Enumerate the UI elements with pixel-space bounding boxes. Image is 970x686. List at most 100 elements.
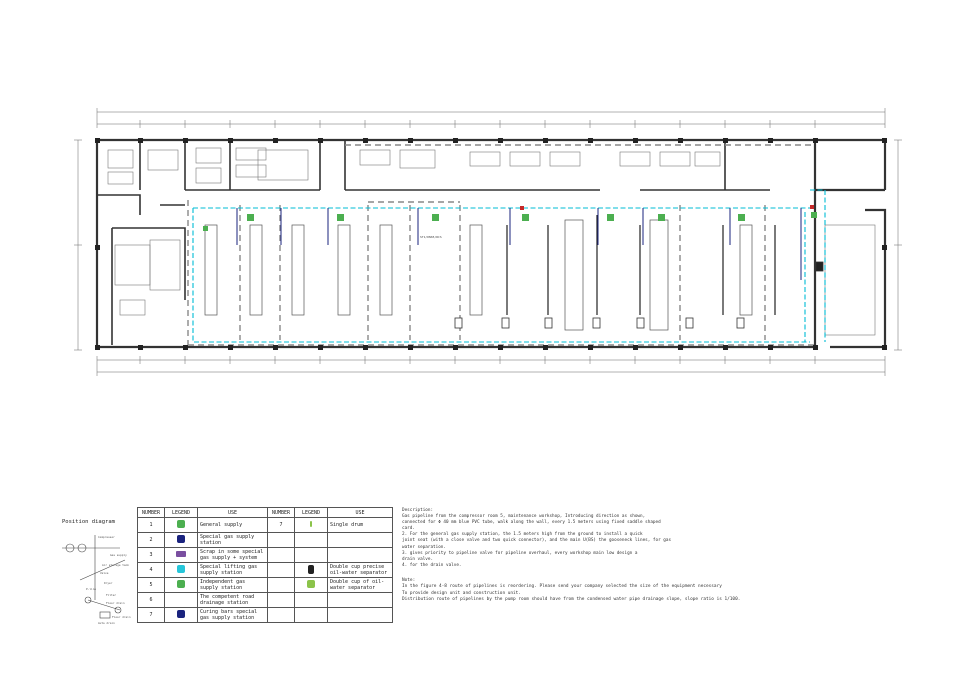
- legend-row-number: 7: [137, 607, 165, 623]
- scrap-gas-system-icon: [176, 551, 186, 557]
- legend-row-number-2: [267, 547, 295, 563]
- pos-label-3: Valve: [100, 571, 109, 575]
- curing-bars-station-icon: [177, 610, 185, 618]
- legend-row-number: 6: [137, 592, 165, 608]
- lifting-gas-station-icon: [177, 565, 185, 573]
- legend-row-use: Curing bars special gas supply station: [197, 607, 268, 623]
- legend-symbol-cell: [164, 607, 198, 623]
- structural-columns: [95, 138, 887, 350]
- legend-row-use: Special lifting gas supply station: [197, 562, 268, 578]
- legend-row: 1 General supply 7 Single drum: [137, 517, 393, 533]
- legend-row-number-2: [267, 532, 295, 548]
- drain-stations: [454, 261, 824, 329]
- legend-row-number-2: 7: [267, 517, 295, 533]
- legend-table: NUMBER LEGEND USE NUMBER LEGEND USE 1 Ge…: [137, 507, 393, 623]
- notes-block: Note: In the figure 4-8 route of pipelin…: [402, 578, 802, 603]
- partition-walls: [187, 144, 815, 346]
- legend-symbol-cell-2: [294, 562, 328, 578]
- legend-row-use-2: [327, 547, 393, 563]
- legend-row-number: 5: [137, 577, 165, 593]
- interior-walls: [97, 140, 770, 345]
- general-supply-icon: [177, 520, 185, 528]
- legend-row-number: 4: [137, 562, 165, 578]
- description-line: joint seat (with a close valve and two q…: [402, 538, 672, 544]
- note-line: Note:: [402, 578, 416, 583]
- pos-label-5: P-line: [86, 587, 96, 591]
- description-block: Description: Gas pipeline from the compr…: [402, 508, 732, 569]
- position-diagram-title: Position diagram: [62, 519, 115, 525]
- legend-row-number-2: [267, 577, 295, 593]
- exterior-walls: [95, 138, 887, 349]
- main-air-pipeline: [192, 189, 826, 343]
- legend-symbol-cell-2: [294, 532, 328, 548]
- description-line: card.: [402, 526, 415, 532]
- note-line: Distribution route of pipelines by the p…: [402, 596, 741, 602]
- legend-row-use: Scrap in some special gas supply + syste…: [197, 547, 268, 563]
- legend-row-use: The competent road drainage station: [197, 592, 268, 608]
- legend-symbol-cell: [164, 532, 198, 548]
- precise-separator-icon: [308, 564, 314, 574]
- pos-label-8: Floor drain: [112, 615, 131, 619]
- legend-symbol-cell: [164, 547, 198, 563]
- description-line: 4. for the drain valve.: [402, 562, 462, 568]
- legend-symbol-cell: [164, 577, 198, 593]
- legend-row: 3 Scrap in some special gas supply + sys…: [137, 547, 393, 563]
- legend-symbol-cell-2: [294, 592, 328, 608]
- legend-row-number-2: [267, 562, 295, 578]
- description-line: 3. gives priority to pipeline valve for …: [402, 550, 638, 556]
- legend-symbol-cell-2: [294, 607, 328, 623]
- legend-symbol-cell: [164, 592, 198, 608]
- description-line: Gas pipeline from the compressor room 5,…: [402, 514, 646, 520]
- note-line: In the figure 4-8 route of pipelines is …: [402, 584, 722, 590]
- legend-row: 4 Special lifting gas supply station Dou…: [137, 562, 393, 578]
- dimension-lines-side: [74, 139, 902, 351]
- position-diagram-labels: Compressor Gas supply Air storage tank V…: [86, 535, 131, 625]
- legend-header-number-2: NUMBER: [267, 507, 295, 518]
- legend-symbol-cell: [164, 517, 198, 533]
- independent-station-icon: [177, 580, 185, 588]
- legend-header-legend-2: LEGEND: [294, 507, 328, 518]
- note-line: To provide design unit and construction …: [402, 590, 521, 596]
- workshop-equipment: [204, 219, 753, 331]
- legend-row-use-2: [327, 532, 393, 548]
- legend-header-legend: LEGEND: [164, 507, 198, 518]
- legend-row-use: General supply: [197, 517, 268, 533]
- legend-symbol-cell-2: [294, 547, 328, 563]
- description-line: 2. For the general gas supply station, t…: [402, 532, 643, 538]
- description-line: drain valve.: [402, 556, 434, 562]
- description-line: connected for Φ 40 mm blue PVC tube, wal…: [402, 520, 661, 526]
- pipe-valves: [520, 205, 814, 210]
- dimension-lines-bottom: [96, 356, 886, 376]
- legend-row: 5 Independent gas supply station Double …: [137, 577, 393, 593]
- office-furniture: [107, 147, 876, 336]
- oil-water-separator-icon: [307, 580, 315, 588]
- legend-header-number: NUMBER: [137, 507, 165, 518]
- workshop-partition-lines: [506, 215, 776, 315]
- legend-header-use: USE: [197, 507, 268, 518]
- legend-row-use: Independent gas supply station: [197, 577, 268, 593]
- single-drum-icon: [310, 521, 312, 527]
- dimension-lines-top: [96, 108, 886, 128]
- pos-label-1: Gas supply: [110, 553, 127, 557]
- pos-label-7: Floor drain: [106, 601, 125, 605]
- pos-label-0: Compressor: [98, 535, 115, 539]
- legend-row: 6 The competent road drainage station: [137, 592, 393, 608]
- legend-symbol-cell-2: [294, 517, 328, 533]
- legend-row-number-2: [267, 592, 295, 608]
- legend-symbol-cell: [164, 562, 198, 578]
- branch-pipes: [236, 208, 802, 280]
- description-line: Description:: [402, 508, 434, 513]
- legend-row-use-2: [327, 592, 393, 608]
- gas-supply-stations: [203, 212, 817, 231]
- legend-symbol-cell-2: [294, 577, 328, 593]
- legend-header-use-2: USE: [327, 507, 393, 518]
- legend-row-use-2: Double cup of oil-water separator: [327, 577, 393, 593]
- pos-label-6: Filter: [106, 593, 116, 597]
- pos-label-2: Air storage tank: [102, 563, 129, 567]
- legend-row-use-2: [327, 607, 393, 623]
- legend-row: 2 Special gas supply station: [137, 532, 393, 548]
- legend-row-number: 3: [137, 547, 165, 563]
- description-line: water separation.: [402, 544, 446, 550]
- position-diagram: [62, 535, 126, 619]
